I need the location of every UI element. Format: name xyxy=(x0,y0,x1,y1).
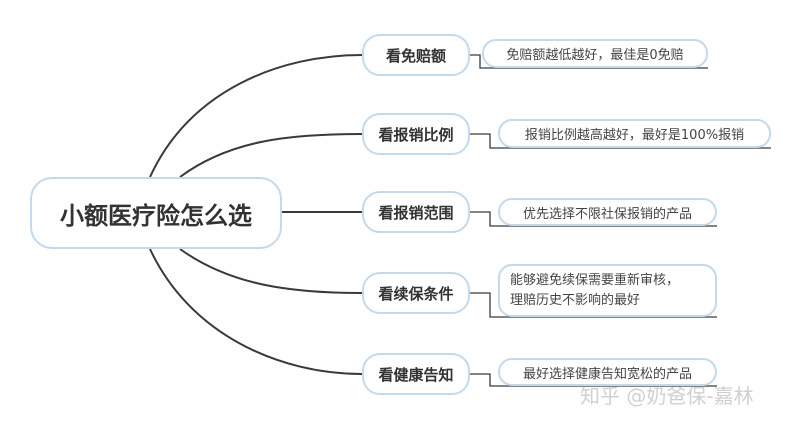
branch-label: 看报销范围 xyxy=(378,203,454,222)
root-node: 小额医疗险怎么选 xyxy=(30,177,282,249)
root-label: 小额医疗险怎么选 xyxy=(60,201,252,230)
detail-text: 最好选择健康告知宽松的产品 xyxy=(522,366,692,382)
branch-label: 看健康告知 xyxy=(378,365,454,384)
detail-connector-1 xyxy=(470,54,708,69)
detail-text: 优先选择不限社保报销的产品 xyxy=(522,206,692,222)
detail-text: 免赔额越低越好，最佳是0免赔 xyxy=(506,48,684,63)
detail-health-disclosure: 最好选择健康告知宽松的产品 xyxy=(498,358,717,386)
detail-reimbursement-scope: 优先选择不限社保报销的产品 xyxy=(498,198,717,226)
root-connector-2 xyxy=(179,133,363,178)
branch-health-disclosure: 看健康告知 xyxy=(362,353,470,395)
detail-text-line-1: 能够避免续保需要重新审核， xyxy=(510,272,680,288)
detail-connector-3 xyxy=(470,211,717,227)
detail-deductible: 免赔额越低越好，最佳是0免赔 xyxy=(482,39,708,68)
detail-reimbursement-ratio: 报销比例越高越好，最好是100%报销 xyxy=(498,119,771,148)
detail-text-line-2: 理赔历史不影响的最好 xyxy=(510,292,641,308)
branch-deductible: 看免赔额 xyxy=(362,34,470,76)
branch-label: 看续保条件 xyxy=(378,284,454,303)
root-connector-4 xyxy=(179,248,363,294)
watermark-text: 知乎 @奶爸保-嘉林 xyxy=(580,384,754,408)
root-connector-5 xyxy=(149,248,363,375)
branch-label: 看免赔额 xyxy=(385,46,446,65)
detail-renewal-terms: 能够避免续保需要重新审核， 理赔历史不影响的最好 xyxy=(498,264,717,317)
detail-connector-2 xyxy=(470,133,771,149)
root-connector-1 xyxy=(149,54,363,178)
detail-connector-4 xyxy=(470,292,717,318)
branch-label: 看报销比例 xyxy=(378,125,454,144)
branch-renewal-terms: 看续保条件 xyxy=(362,272,470,314)
detail-connector-5 xyxy=(470,373,717,387)
branch-reimbursement-scope: 看报销范围 xyxy=(362,191,470,233)
detail-text: 报销比例越高越好，最好是100%报销 xyxy=(524,128,745,143)
branch-reimbursement-ratio: 看报销比例 xyxy=(362,113,470,155)
